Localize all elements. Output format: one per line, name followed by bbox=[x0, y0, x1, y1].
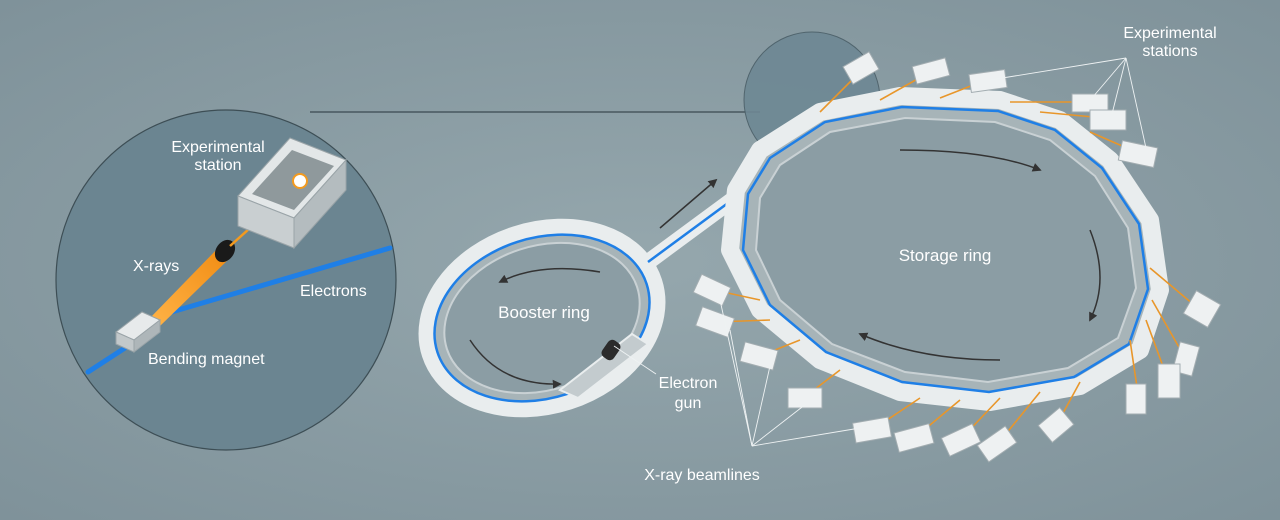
label-experimental-stations-1: Experimental bbox=[1123, 25, 1216, 42]
transfer-arrow bbox=[659, 178, 718, 229]
inset-detail: Experimental station X-rays Electrons Be… bbox=[55, 109, 397, 451]
facility: Storage ring Booster ring Electron gun X… bbox=[418, 25, 1222, 484]
label-experimental-station-2: station bbox=[194, 157, 241, 174]
station-box-icon bbox=[851, 416, 893, 444]
station-box-icon bbox=[1037, 406, 1075, 444]
station-box-icon bbox=[1125, 383, 1147, 415]
station-box-icon bbox=[1089, 109, 1127, 131]
station-box-icon bbox=[692, 273, 732, 307]
station-boxes bbox=[692, 51, 1222, 463]
station-box-icon bbox=[940, 423, 982, 457]
station-box-icon bbox=[842, 51, 880, 85]
station-box-icon bbox=[1071, 93, 1109, 113]
label-storage-ring: Storage ring bbox=[899, 246, 992, 265]
label-electrons: Electrons bbox=[300, 283, 367, 300]
station-box-icon bbox=[787, 387, 823, 409]
label-bending-magnet: Bending magnet bbox=[148, 351, 265, 368]
label-xrays: X-rays bbox=[133, 258, 179, 275]
label-booster-ring: Booster ring bbox=[498, 303, 590, 322]
station-box-icon bbox=[911, 57, 951, 85]
station-box-icon bbox=[968, 69, 1008, 93]
electron-gun-icon bbox=[558, 332, 650, 400]
label-experimental-stations-2: stations bbox=[1142, 43, 1197, 60]
label-electron-gun-2: gun bbox=[675, 395, 702, 412]
station-box-icon bbox=[976, 425, 1018, 463]
label-experimental-station-1: Experimental bbox=[171, 139, 264, 156]
station-box-icon bbox=[1157, 363, 1181, 399]
station-box-icon bbox=[1117, 139, 1159, 169]
storage-ring bbox=[721, 87, 1169, 411]
station-box-icon bbox=[694, 306, 736, 338]
station-box-icon bbox=[1182, 290, 1222, 328]
label-electron-gun-1: Electron bbox=[659, 375, 718, 392]
label-xray-beamlines: X-ray beamlines bbox=[644, 467, 760, 484]
annotation-lines bbox=[613, 57, 1147, 447]
inset-xray-beam bbox=[150, 244, 232, 326]
station-box-icon bbox=[893, 423, 935, 453]
station-box-icon bbox=[739, 341, 779, 371]
inset-station-box-icon bbox=[237, 137, 347, 250]
inset-bending-magnet-icon bbox=[115, 311, 161, 354]
